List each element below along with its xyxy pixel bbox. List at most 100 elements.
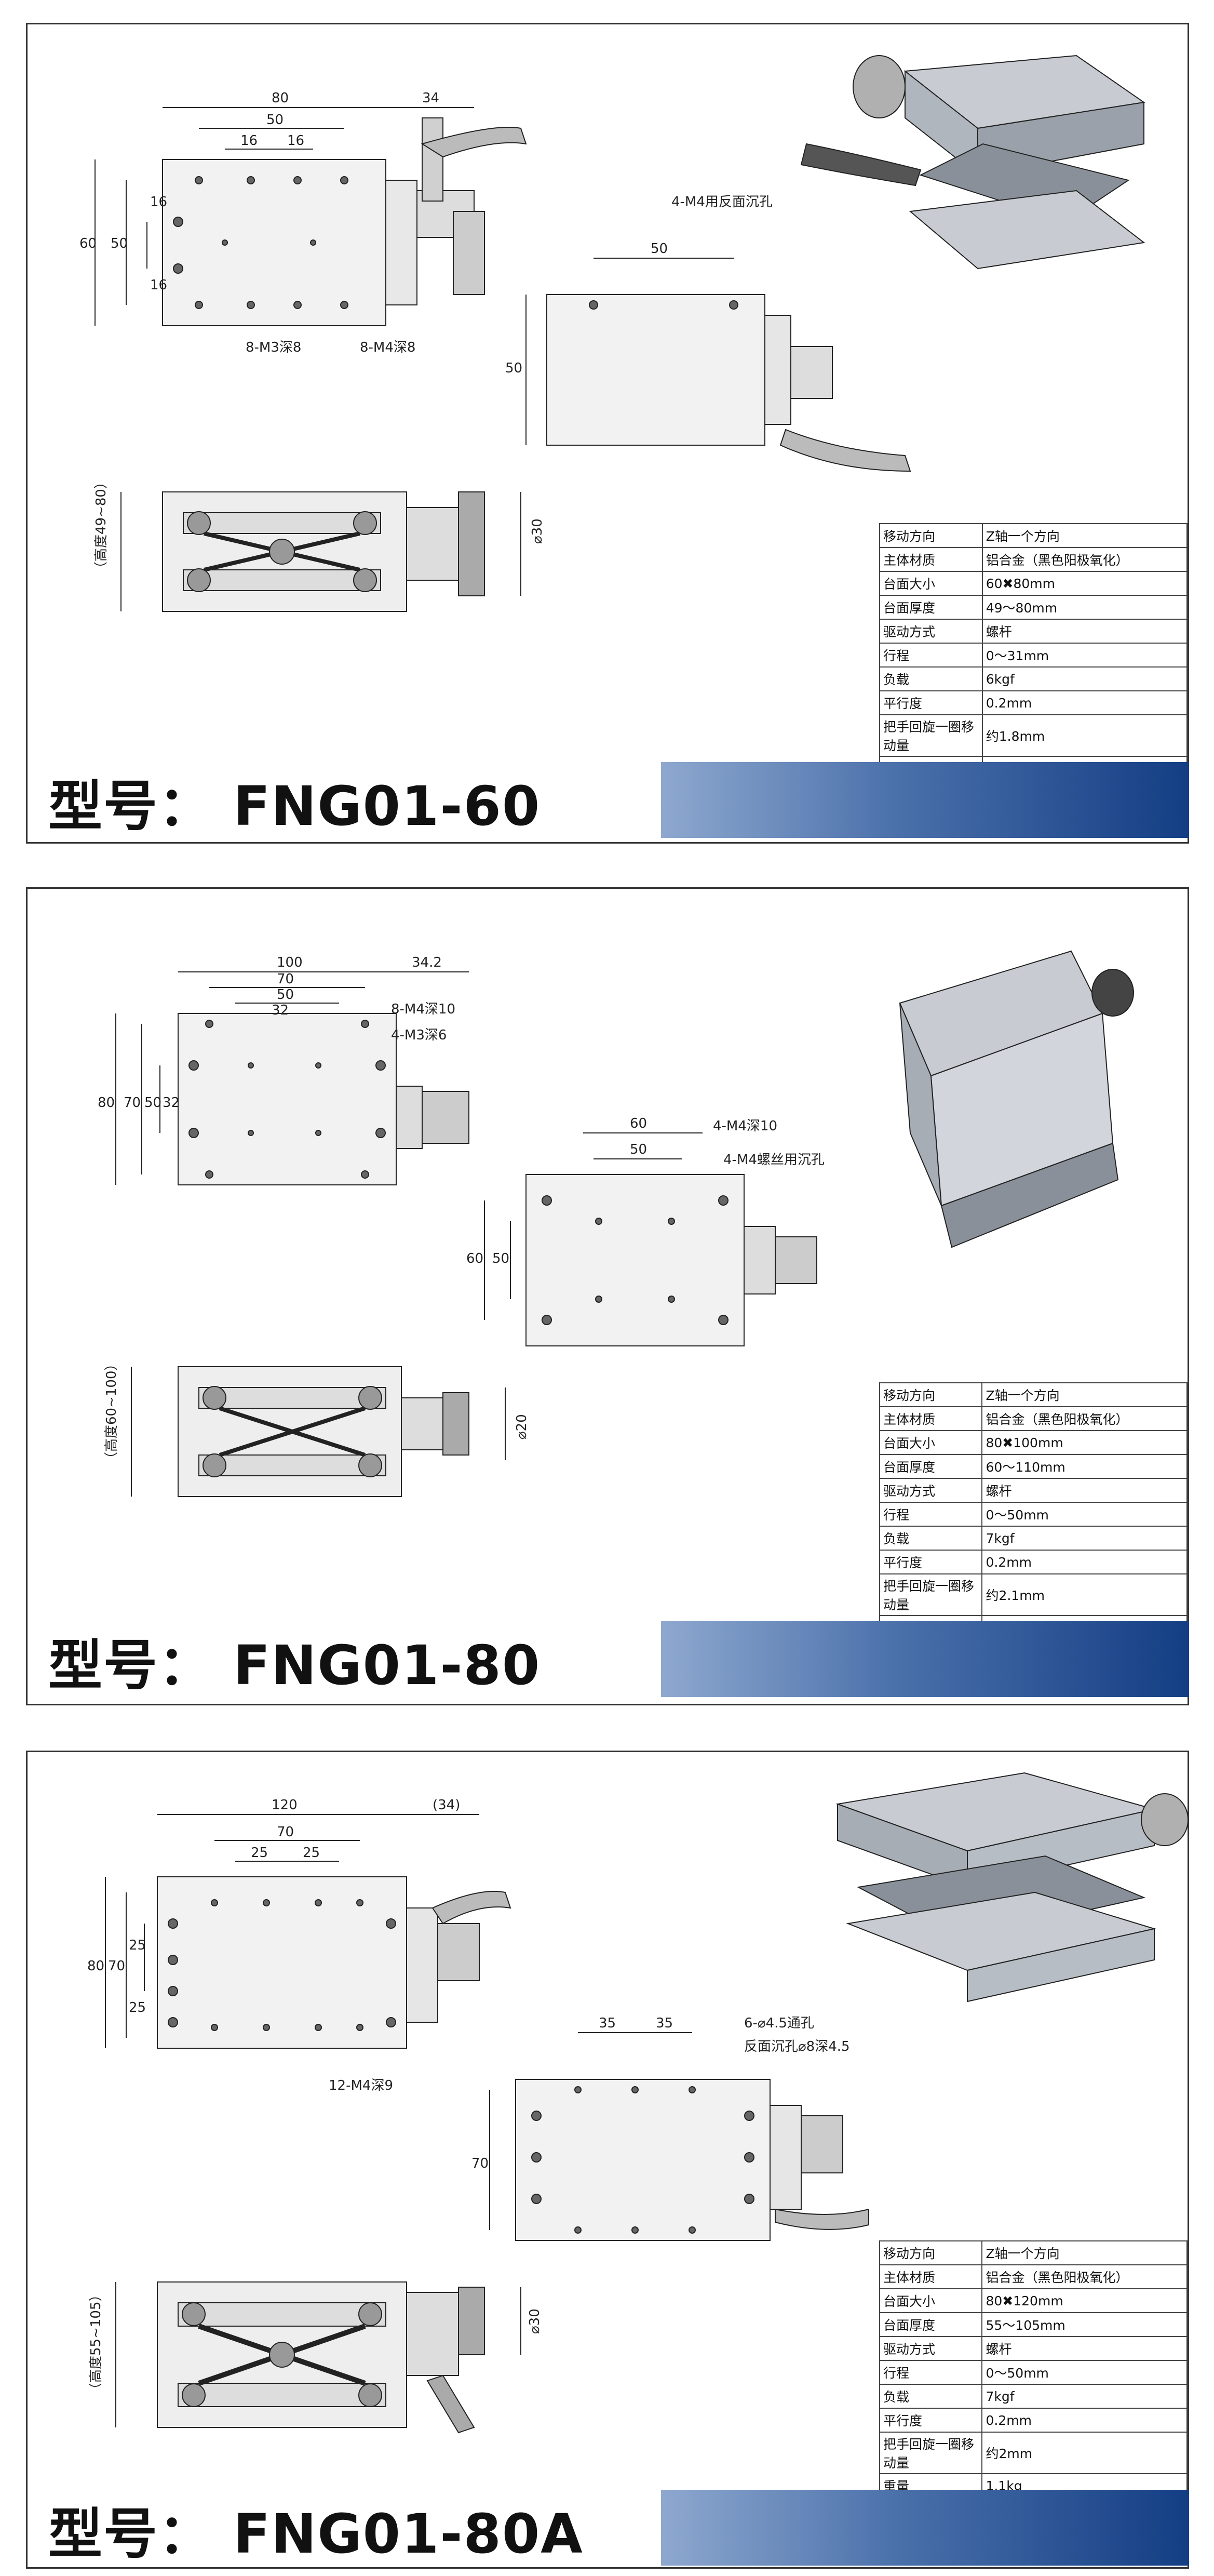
- spec-value: 0～50mm: [981, 1502, 1188, 1527]
- spec-row: 驱动方式螺杆: [879, 1478, 1188, 1503]
- spec-key: 台面大小: [879, 1430, 983, 1455]
- spec-value: Z轴一个方向: [981, 1382, 1188, 1407]
- spec-value: 7kgf: [981, 2384, 1188, 2409]
- model-title: 型号： FNG01-80A: [48, 2502, 584, 2566]
- dim-label: 60: [466, 1251, 483, 1266]
- dim-label: 70: [277, 971, 294, 987]
- dim-label: 50: [492, 1251, 509, 1266]
- spec-value: 约1.8mm: [981, 714, 1188, 757]
- spec-key: 驱动方式: [879, 2336, 983, 2361]
- callout-label: 6-⌀4.5通孔: [744, 2016, 814, 2031]
- technical-drawing: 100 34.2 70 50 32 80 70 50 32 8-M4深10 4-…: [98, 950, 1134, 1497]
- dim-label: 50: [111, 236, 128, 251]
- dim-label: 50: [651, 241, 668, 257]
- callout-label: 12-M4深9: [329, 2078, 393, 2093]
- spec-key: 主体材质: [879, 1406, 983, 1431]
- spec-value: 0.2mm: [981, 690, 1188, 715]
- spec-value: 0.2mm: [981, 1550, 1188, 1574]
- dim-label: 80: [98, 1095, 115, 1111]
- diameter-label: ⌀30: [527, 2308, 543, 2334]
- spec-key: 移动方向: [879, 1382, 983, 1407]
- dim-label: (34): [433, 1797, 460, 1813]
- spec-value: 铝合金（黑色阳极氧化）: [981, 1406, 1188, 1431]
- spec-value: 螺杆: [981, 2336, 1188, 2361]
- spec-key: 主体材质: [879, 547, 983, 572]
- spec-value: 螺杆: [981, 619, 1188, 644]
- spec-row: 把手回旋一圈移动量约1.8mm: [879, 714, 1188, 757]
- spec-key: 台面大小: [879, 571, 983, 596]
- dim-label: 60: [630, 1116, 647, 1131]
- dim-label: 25: [129, 2000, 146, 2016]
- spec-value: 螺杆: [981, 1478, 1188, 1503]
- product-panel-fng01-80a: 120 (34) 70 25 25 80 70 25 25 12-M4深9 35…: [26, 1751, 1189, 2569]
- dim-label: 50: [144, 1095, 161, 1111]
- spec-key: 负载: [879, 666, 983, 691]
- dimension-labels: 80 34 50 16 16 60 50 16 16 8-M3深8 8-M4深8…: [79, 90, 773, 575]
- dim-label: 50: [277, 987, 294, 1003]
- spec-row: 驱动方式螺杆: [879, 619, 1188, 644]
- spec-value: 0.2mm: [981, 2408, 1188, 2433]
- dim-label: 60: [79, 236, 97, 251]
- dim-label: 50: [266, 112, 284, 128]
- blue-gradient-bar: [661, 2490, 1189, 2566]
- spec-key: 台面厚度: [879, 1454, 983, 1479]
- spec-key: 移动方向: [879, 523, 983, 548]
- technical-drawing: 80 34 50 16 16 60 50 16 16 8-M3深8 8-M4深8…: [79, 55, 1145, 612]
- dim-label: 16: [287, 133, 304, 149]
- model-title: 型号： FNG01-60: [48, 775, 541, 838]
- spec-value: 约2mm: [981, 2432, 1188, 2474]
- spec-key: 驱动方式: [879, 619, 983, 644]
- dim-label: 16: [150, 194, 167, 210]
- callout-label: 8-M3深8: [246, 340, 301, 355]
- blue-gradient-bar: [661, 762, 1189, 838]
- spec-key: 台面大小: [879, 2288, 983, 2313]
- dim-label: 32: [163, 1095, 180, 1111]
- spec-value: 80✖100mm: [981, 1430, 1188, 1455]
- spec-row: 驱动方式螺杆: [879, 2336, 1188, 2361]
- dim-label: 100: [277, 955, 303, 970]
- diameter-label: ⌀20: [514, 1414, 530, 1439]
- spec-key: 负载: [879, 1526, 983, 1551]
- callout-label: 4-M3深6: [391, 1027, 447, 1043]
- dim-label: 70: [277, 1824, 294, 1840]
- spec-value: 0～50mm: [981, 2360, 1188, 2385]
- product-panel-fng01-80: 100 34.2 70 50 32 80 70 50 32 8-M4深10 4-…: [26, 887, 1189, 1705]
- spec-key: 台面厚度: [879, 2312, 983, 2337]
- spec-key: 平行度: [879, 690, 983, 715]
- dim-label: 120: [272, 1797, 298, 1813]
- spec-key: 把手回旋一圈移动量: [879, 1573, 983, 1616]
- blue-gradient-bar: [661, 1621, 1189, 1697]
- spec-key: 把手回旋一圈移动量: [879, 714, 983, 757]
- dim-label: 34.2: [412, 955, 442, 970]
- spec-value: 49～80mm: [981, 595, 1188, 620]
- spec-value: 0～31mm: [981, 643, 1188, 668]
- spec-value: 60～110mm: [981, 1454, 1188, 1479]
- spec-row: 把手回旋一圈移动量约2.1mm: [879, 1573, 1188, 1616]
- spec-key: 负载: [879, 2384, 983, 2409]
- dim-label: 35: [656, 2016, 673, 2031]
- dim-label: 70: [108, 1958, 125, 1974]
- dim-label: 50: [630, 1142, 647, 1157]
- spec-key: 移动方向: [879, 2240, 983, 2265]
- spec-value: 80✖120mm: [981, 2288, 1188, 2313]
- product-panel-fng01-60: 80 34 50 16 16 60 50 16 16 8-M3深8 8-M4深8…: [26, 23, 1189, 844]
- dimension-labels: 120 (34) 70 25 25 80 70 25 25 12-M4深9 35…: [87, 1797, 850, 2396]
- dim-label: 32: [272, 1003, 289, 1018]
- dim-label: 16: [150, 277, 167, 293]
- height-range-label: （高度60~100）: [104, 1357, 119, 1466]
